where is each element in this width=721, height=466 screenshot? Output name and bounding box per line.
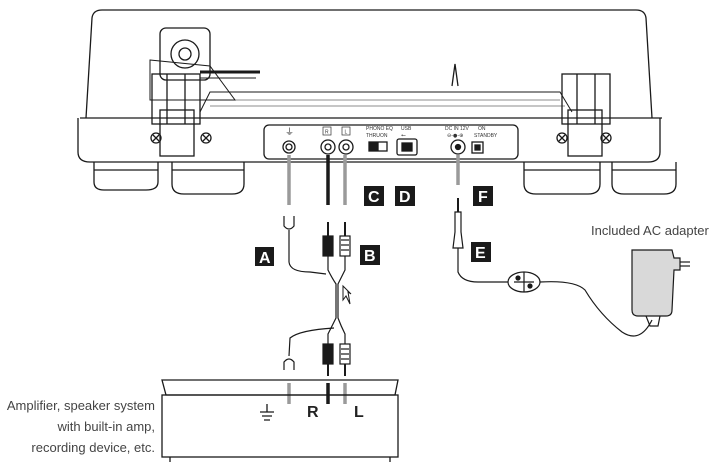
callout-f: F bbox=[478, 189, 488, 206]
power-switch[interactable] bbox=[471, 141, 484, 154]
usb-title: USB bbox=[401, 126, 412, 132]
dc-in-jack bbox=[450, 139, 466, 155]
panel-jack-l-label: L bbox=[345, 130, 348, 136]
callout-b: B bbox=[364, 248, 376, 265]
amplifier-label-line-2: with built-in amp, bbox=[56, 419, 155, 434]
callout-e: E bbox=[475, 245, 486, 262]
amplifier-box bbox=[161, 394, 399, 458]
callout-c: C bbox=[368, 189, 380, 206]
rca-plug-bottom-r bbox=[322, 343, 334, 365]
phono-eq-switch[interactable] bbox=[368, 141, 388, 152]
ground-wire bbox=[283, 216, 335, 370]
callout-f-box bbox=[473, 186, 493, 206]
signal-direction-arrow-icon bbox=[342, 284, 352, 305]
panel-labels: ⏚ R L PHONO EQ THRU ON USB ⭠ DC IN 12V ⊖… bbox=[285, 126, 498, 139]
callout-d: D bbox=[399, 189, 411, 206]
dust-cover bbox=[85, 9, 653, 119]
callout-a: A bbox=[259, 250, 271, 267]
phono-eq-title: PHONO EQ bbox=[366, 126, 393, 132]
callouts: A B C D E F bbox=[255, 186, 493, 267]
rca-plug-top-l bbox=[339, 235, 351, 257]
feet bbox=[93, 162, 677, 195]
ground-symbol-label: ⏚ bbox=[285, 127, 294, 138]
callout-c-box bbox=[364, 186, 384, 206]
back-panel bbox=[77, 118, 661, 163]
ground-terminal bbox=[282, 140, 296, 154]
amp-ground-icon bbox=[260, 404, 274, 421]
phono-eq-on: ON bbox=[380, 133, 388, 139]
power-on-label: ON bbox=[478, 126, 486, 132]
phono-eq-thru: THRU bbox=[366, 133, 380, 139]
phono-jack-r bbox=[320, 139, 336, 155]
power-standby-label: STANDBY bbox=[474, 133, 498, 139]
cable-stubs bbox=[287, 155, 460, 404]
ground-fork-top-icon bbox=[283, 216, 295, 230]
connector-plate bbox=[263, 124, 519, 160]
screw-icons bbox=[150, 132, 612, 144]
callout-e-box bbox=[471, 242, 491, 262]
left-hinge bbox=[151, 73, 201, 157]
polarity-icon: ⊖-●-⊕ bbox=[447, 133, 463, 139]
callout-b-box bbox=[360, 245, 380, 265]
turntable bbox=[77, 9, 677, 195]
callout-a-box bbox=[255, 247, 274, 266]
amp-terminal-r: R bbox=[307, 404, 319, 421]
panel-jack-r-label: R bbox=[325, 130, 329, 136]
phono-jack-l bbox=[338, 139, 354, 155]
ac-adapter bbox=[631, 249, 681, 317]
ferrite-core bbox=[507, 271, 541, 293]
dc-in-label: DC IN 12V bbox=[445, 126, 470, 132]
amp-terminal-l: L bbox=[354, 404, 364, 421]
amplifier-label-line-3: recording device, etc. bbox=[31, 440, 155, 455]
platter bbox=[199, 91, 573, 113]
rca-cable bbox=[322, 222, 352, 376]
usb-symbol-icon: ⭠ bbox=[401, 132, 406, 139]
callout-d-box bbox=[395, 186, 415, 206]
dc-plug bbox=[452, 211, 464, 249]
adapter-label: Included AC adapter bbox=[591, 223, 709, 238]
amplifier bbox=[161, 379, 399, 462]
spindle bbox=[451, 63, 459, 87]
ground-fork-bottom-icon bbox=[283, 358, 295, 370]
right-hinge bbox=[561, 73, 611, 157]
usb-port bbox=[396, 138, 418, 156]
amplifier-label-line-1: Amplifier, speaker system bbox=[7, 398, 155, 413]
ac-adapter-cable bbox=[452, 198, 690, 337]
rca-plug-top-r bbox=[322, 235, 334, 257]
